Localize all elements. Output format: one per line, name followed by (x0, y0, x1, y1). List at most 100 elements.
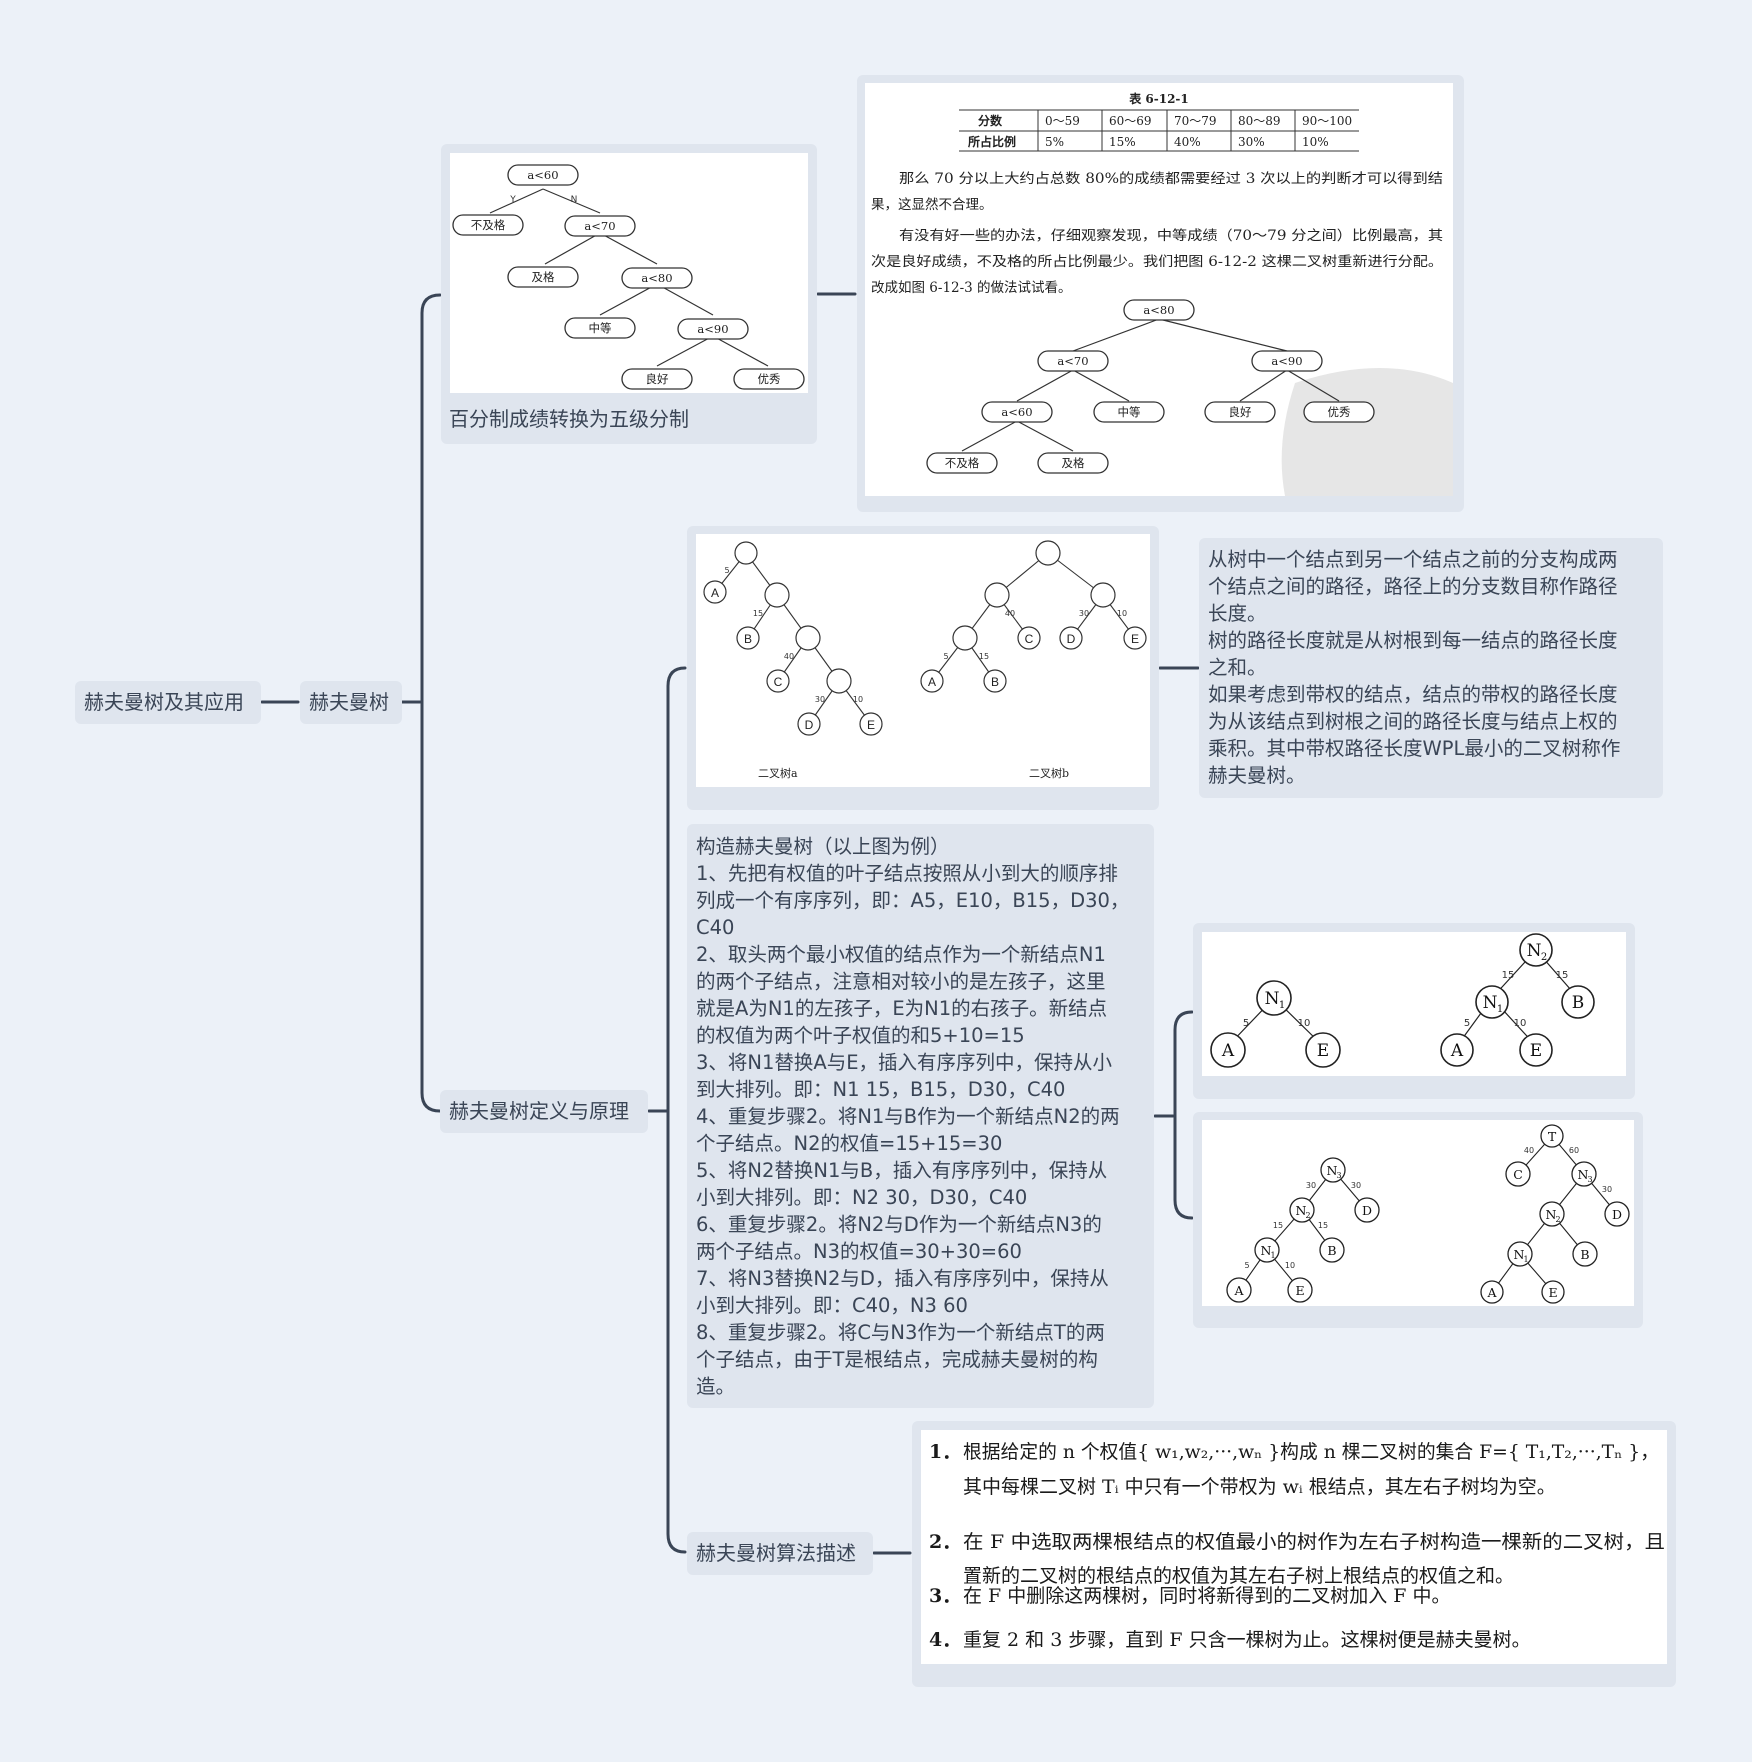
caption-tree-b: 二叉树b (1029, 766, 1069, 780)
steps-image2: N 3 N 2 D N 1 B A E T C N 3 N 2 D N 1 B (1202, 1120, 1634, 1306)
table-cell-3: 40% (1174, 135, 1201, 149)
connector-steps-branches (1173, 1010, 1194, 1220)
step3-w15b: 15 (1318, 1221, 1328, 1230)
step4-c-label: C (1513, 1167, 1523, 1182)
para2-line1: 有没有好一些的办法，仔细观察发现，中等成绩（70～79 分之间）比例最高，其 (899, 227, 1443, 244)
tree1-node-a70: a<70 (584, 219, 615, 233)
step3-w30a: 30 (1306, 1181, 1316, 1190)
para1-line1: 那么 70 分以上大约占总数 80%的成绩都需要经过 3 次以上的判断才可以得到… (899, 170, 1443, 187)
step3-w30b: 30 (1351, 1181, 1361, 1190)
page-clip-node[interactable]: 表 6-12-1 分数 0～59 60～69 70～79 80～89 90～10… (857, 75, 1464, 512)
table-cell-2: 15% (1109, 135, 1136, 149)
table-header-0: 分数 (978, 113, 1003, 128)
step1-w10: 10 (1298, 1018, 1311, 1029)
tree2-node-medium: 中等 (1118, 405, 1141, 419)
tree-b-w40: 40 (1005, 609, 1015, 618)
step3-w5: 5 (1244, 1261, 1249, 1270)
step3-n3-sub: 3 (1336, 1171, 1341, 1180)
step2-w5: 5 (1464, 1018, 1470, 1029)
steps-image1-node[interactable]: N 1 A E N 2 N 1 B A E 5 10 15 15 5 10 (1193, 923, 1635, 1099)
steps-image1: N 1 A E N 2 N 1 B A E 5 10 15 15 5 10 (1202, 932, 1626, 1076)
construct-text-node[interactable]: 构造赫夫曼树（以上图为例） 1、先把有权值的叶子结点按照从小到大的顺序排 列成一… (687, 824, 1154, 1408)
tree-b-w10: 10 (1117, 609, 1127, 618)
tree1-node-fail: 不及格 (471, 218, 506, 232)
tree-a-w15: 15 (753, 609, 763, 618)
algorithm-text-block: 1． 2． 3． 4． 根据给定的 n 个权值{ w₁,w₂,···,wₙ }构… (929, 1441, 1665, 1651)
table-title: 表 6-12-1 (1128, 91, 1189, 106)
connector-def-branches (666, 666, 687, 1554)
grade-node[interactable]: a<60 不及格 a<70 及格 a<80 中等 a<90 良好 优秀 Y N … (441, 144, 817, 444)
tree2-node-a80: a<80 (1143, 303, 1174, 317)
table-header-5: 90～100 (1302, 114, 1352, 128)
algo-item1-line2: 其中每棵二叉树 Tᵢ 中只有一个带权为 wᵢ 根结点，其左右子树均为空。 (963, 1476, 1556, 1498)
step4-w60: 60 (1569, 1146, 1579, 1155)
step3-n1-label: N (1261, 1243, 1272, 1258)
table-cell-1: 5% (1045, 135, 1064, 149)
step4-a-label: A (1486, 1285, 1497, 1300)
tree1-node-a80: a<80 (641, 271, 672, 285)
algo-item2-line1: 在 F 中选取两棵根结点的权值最小的树作为左右子树构造一棵新的二叉树，且 (963, 1531, 1665, 1553)
algo-item4-num: 4． (929, 1629, 961, 1651)
trees-ab-node[interactable]: A B C D E A B C D E 5 15 40 30 10 5 15 4… (687, 526, 1159, 810)
tree2-node-excellent: 优秀 (1328, 405, 1351, 419)
algo-item2-line2: 置新的二叉树的根结点的权值为其左右子树上根结点的权值之和。 (963, 1565, 1514, 1587)
tree-a-leaf-e: E (867, 718, 875, 732)
step4-n1-sub: 1 (1523, 1255, 1528, 1264)
definition-label: 赫夫曼树定义与原理 (449, 1099, 629, 1123)
tree-b-w5: 5 (943, 652, 948, 661)
definition-node[interactable]: 赫夫曼树定义与原理 (440, 1090, 648, 1133)
step3-e-label: E (1295, 1283, 1304, 1298)
tree-b-w30: 30 (1079, 609, 1089, 618)
step1-w5: 5 (1243, 1018, 1249, 1029)
connector-l1-branches (420, 293, 442, 1113)
algo-item3-line1: 在 F 中删除这两棵树，同时将新得到的二叉树加入 F 中。 (963, 1585, 1451, 1607)
algorithm-image-node[interactable]: 1． 2． 3． 4． 根据给定的 n 个权值{ w₁,w₂,···,wₙ }构… (912, 1421, 1676, 1687)
algo-item4-line1: 重复 2 和 3 步骤，直到 F 只含一棵树为止。这棵树便是赫夫曼树。 (963, 1629, 1531, 1651)
table-header-4: 80～89 (1238, 114, 1281, 128)
para2-line3: 改成如图 6-12-3 的做法试试看。 (871, 280, 1072, 296)
para2-line2: 次是良好成绩，不及格的所占比例最少。我们把图 6-12-2 这棵二叉树重新进行分… (871, 253, 1443, 270)
root-node[interactable]: 赫夫曼树及其应用 (75, 681, 261, 724)
tree-b-leaf-e: E (1131, 632, 1139, 646)
tree-a-leaf-c: C (774, 675, 783, 689)
step2-e-label: E (1530, 1041, 1542, 1061)
steps-image2-node[interactable]: N 3 N 2 D N 1 B A E T C N 3 N 2 D N 1 B (1193, 1112, 1643, 1328)
step4-w30: 30 (1602, 1185, 1612, 1194)
steps-image2-diagram: N 3 N 2 D N 1 B A E T C N 3 N 2 D N 1 B (1226, 1124, 1630, 1304)
tree-b-leaf-a: A (928, 675, 936, 689)
tree-b-leaf-b: B (991, 675, 999, 689)
step2-n2-label: N (1527, 941, 1542, 961)
step1-n1-label: N (1265, 989, 1280, 1009)
step2-n1-label: N (1483, 993, 1498, 1013)
step3-w10: 10 (1285, 1261, 1295, 1270)
tree1-node-a90: a<90 (697, 322, 728, 336)
step2-n1-sub: 1 (1497, 1004, 1503, 1015)
tree1-edge-n: N (571, 195, 578, 205)
step3-n2-sub: 2 (1305, 1211, 1310, 1220)
level1-label: 赫夫曼树 (309, 690, 389, 714)
tree2-node-pass: 及格 (1062, 456, 1085, 470)
step4-n3-sub: 3 (1587, 1175, 1592, 1184)
grade-caption: 百分制成绩转换为五级分制 (449, 407, 689, 431)
step1-n1-sub: 1 (1279, 1000, 1285, 1011)
definition-text-node[interactable]: 从树中一个结点到另一个结点之前的分支构成两 个结点之间的路径，路径上的分支数目称… (1199, 538, 1663, 798)
tree1-edge-y: Y (509, 195, 516, 205)
tree-b-w15: 15 (979, 652, 989, 661)
step4-w40: 40 (1524, 1146, 1534, 1155)
tree2-node-a60: a<60 (1001, 405, 1032, 419)
table-cell-0: 所占比例 (968, 134, 1016, 149)
step4-t-label: T (1548, 1129, 1557, 1144)
tree1-node-good: 良好 (646, 372, 669, 386)
trees-ab-image: A B C D E A B C D E 5 15 40 30 10 5 15 4… (696, 534, 1150, 787)
tree2-node-a90: a<90 (1271, 354, 1302, 368)
step2-b-label: B (1572, 993, 1585, 1013)
tree-a-leaf-b: B (744, 632, 752, 646)
step1-e-label: E (1317, 1041, 1329, 1061)
table-header-3: 70～79 (1174, 114, 1217, 128)
step3-n3-label: N (1327, 1163, 1338, 1178)
definition-text: 从树中一个结点到另一个结点之前的分支构成两 个结点之间的路径，路径上的分支数目称… (1208, 548, 1621, 787)
level1-node[interactable]: 赫夫曼树 (300, 681, 402, 724)
algo-item1-num: 1． (929, 1441, 961, 1463)
algorithm-node[interactable]: 赫夫曼树算法描述 (687, 1532, 873, 1575)
